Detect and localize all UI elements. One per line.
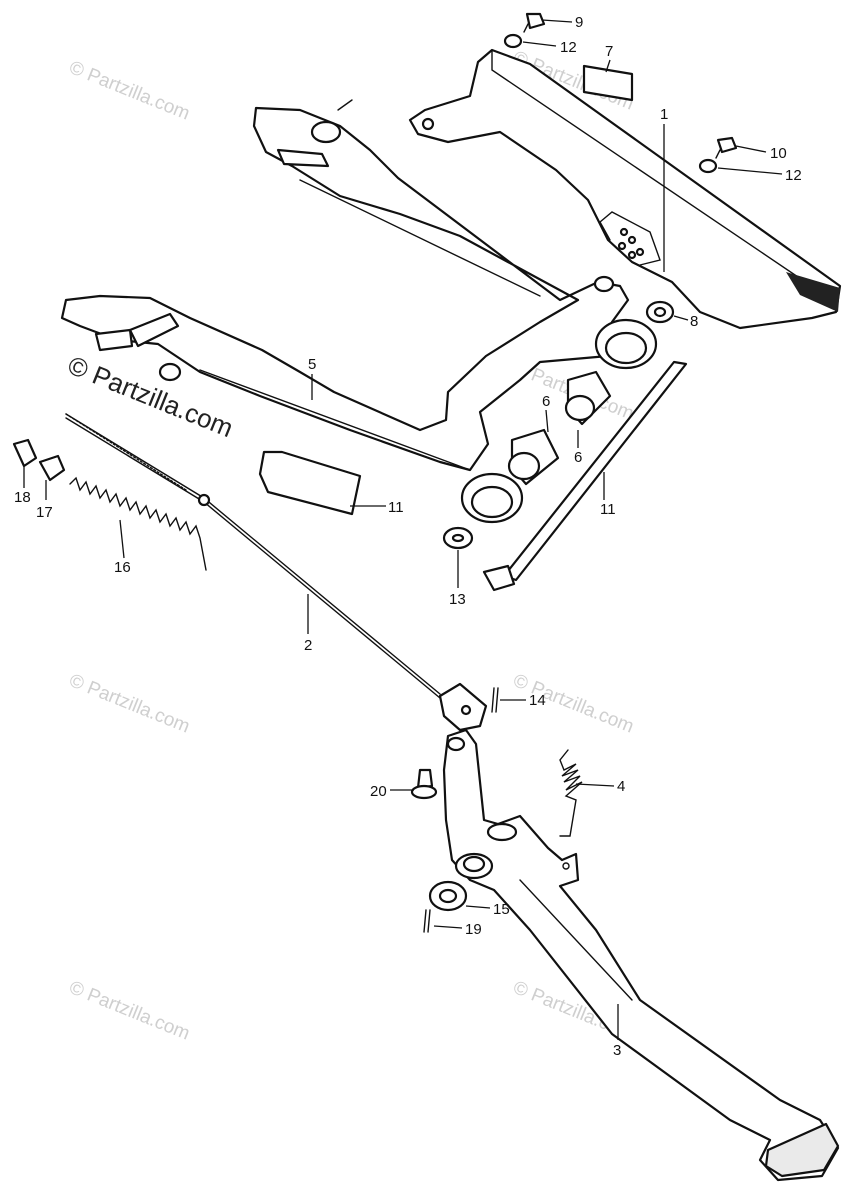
washer-14 xyxy=(428,880,468,912)
watermark-mid-left: © Partzilla.com xyxy=(66,670,193,737)
callout-3: 3 xyxy=(613,1042,621,1059)
callout-18: 17 xyxy=(36,504,53,521)
callout-15: 14 xyxy=(529,692,546,709)
joint-19 xyxy=(12,438,38,468)
nut-10 xyxy=(645,300,675,324)
washer-12-right xyxy=(698,158,718,174)
callout-13: 13 xyxy=(449,591,466,608)
chain-case xyxy=(408,48,842,330)
bolt-11-top xyxy=(523,12,546,33)
brake-rod xyxy=(65,413,441,699)
callout-6-right: 6 xyxy=(574,449,582,466)
adjust-nut-18 xyxy=(38,454,66,482)
return-spring xyxy=(559,749,583,837)
callout-14: 15 xyxy=(493,901,510,918)
cotter-pin-15 xyxy=(491,687,499,713)
callout-6-left: 6 xyxy=(542,393,550,410)
leader-lines xyxy=(23,19,783,1040)
callout-20: 20 xyxy=(370,783,387,800)
bolt-head-5 xyxy=(593,275,615,293)
callout-12-right: 12 xyxy=(785,167,802,184)
callout-11-top: 9 xyxy=(575,14,583,31)
callout-1: 1 xyxy=(660,106,668,123)
callout-9: 11 xyxy=(600,501,616,518)
pivot-collar xyxy=(258,450,362,516)
watermark-top-left: © Partzilla.com xyxy=(66,57,193,124)
washer-13 xyxy=(442,526,474,550)
washer-12-top xyxy=(503,33,523,49)
callout-labels: 9 12 7 1 10 12 8 5 6 6 11 11 13 18 17 16… xyxy=(14,14,802,1059)
callout-4: 4 xyxy=(617,778,625,795)
callout-8: 11 xyxy=(388,499,404,516)
brake-spring xyxy=(69,476,207,571)
watermark-bottom-left: © Partzilla.com xyxy=(66,977,193,1044)
bolt-11-right xyxy=(715,136,738,159)
pivot-bolt xyxy=(482,360,688,592)
callout-5: 5 xyxy=(308,356,316,373)
callout-19: 18 xyxy=(14,489,31,506)
callout-17: 16 xyxy=(114,559,131,576)
brake-pedal xyxy=(442,728,840,1182)
swing-arm xyxy=(60,99,658,524)
callout-2: 2 xyxy=(304,637,312,654)
callout-11-right: 10 xyxy=(770,145,787,162)
bushing-upper xyxy=(564,370,612,426)
brake-rod-joint xyxy=(438,682,488,732)
callout-7: 7 xyxy=(605,43,613,60)
pin-20 xyxy=(410,768,438,800)
callout-16: 19 xyxy=(465,921,482,938)
caution-label xyxy=(582,64,634,102)
bushing-lower xyxy=(507,428,560,486)
cotter-pin-16 xyxy=(423,909,431,933)
callout-10: 8 xyxy=(690,313,698,330)
callout-12-top: 12 xyxy=(560,39,577,56)
